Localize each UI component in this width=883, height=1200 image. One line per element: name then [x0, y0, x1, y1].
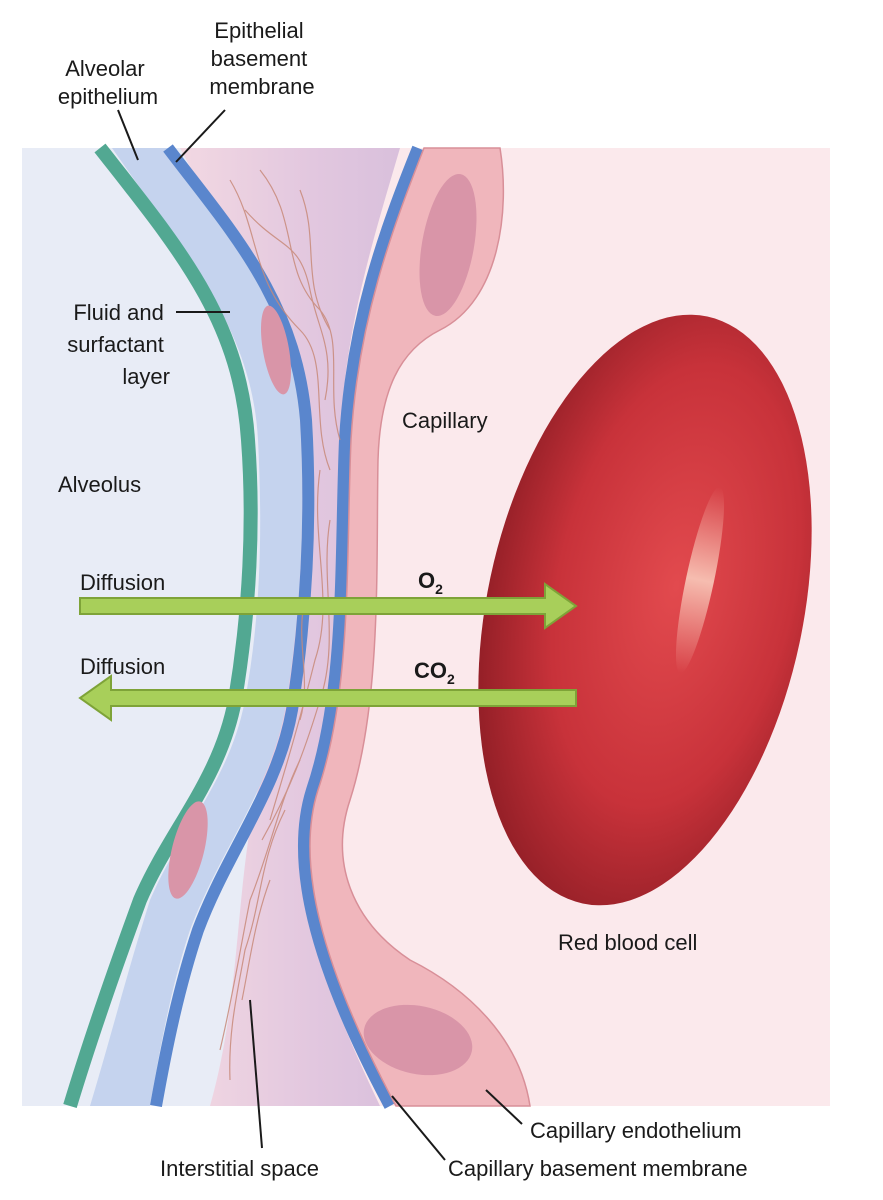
epithelial-basement-membrane-layer — [150, 144, 315, 1108]
capillary-endothelium-layer — [309, 147, 531, 1107]
label-fluid-surfactant: Fluid and surfactant layer — [67, 300, 170, 389]
epithelial-nucleus-lower — [168, 801, 208, 899]
leader-capillary-basement-membrane — [391, 1095, 446, 1161]
fluid-surfactant-layer — [90, 148, 303, 1106]
label-co2: CO2 — [414, 658, 455, 687]
red-blood-cell-highlight — [675, 487, 725, 673]
label-alveolus: Alveolus — [58, 472, 141, 497]
leader-epithelial-basement-membrane — [175, 109, 226, 163]
label-red-blood-cell: Red blood cell — [558, 930, 697, 955]
leader-alveolar-epithelium — [117, 109, 139, 161]
label-capillary-endothelium: Capillary endothelium — [530, 1118, 742, 1143]
capillary-basement-membrane-layer — [297, 145, 424, 1109]
label-diffusion-o2: Diffusion — [80, 570, 165, 595]
label-interstitial-space: Interstitial space — [160, 1156, 319, 1181]
label-capillary-basement-membrane: Capillary basement membrane — [448, 1156, 748, 1181]
label-diffusion-co2: Diffusion — [80, 654, 165, 679]
label-o2: O2 — [418, 568, 443, 597]
endothelial-nucleus-top — [419, 173, 477, 317]
o2-diffusion-arrow — [79, 582, 578, 630]
label-capillary: Capillary — [402, 408, 488, 433]
co2-diffusion-arrow — [78, 674, 577, 722]
epithelial-nucleus-upper — [261, 305, 291, 395]
alveolar-epithelium-layer — [63, 143, 258, 1109]
label-epithelial-basement-membrane: Epithelial basement membrane — [209, 18, 314, 99]
leader-interstitial-space — [249, 999, 263, 1149]
leader-capillary-endothelium — [485, 1089, 523, 1125]
endothelial-nucleus-bottom — [363, 1004, 473, 1076]
label-alveolar-epithelium: Alveolar epithelium — [58, 56, 158, 109]
red-blood-cell — [478, 314, 812, 906]
